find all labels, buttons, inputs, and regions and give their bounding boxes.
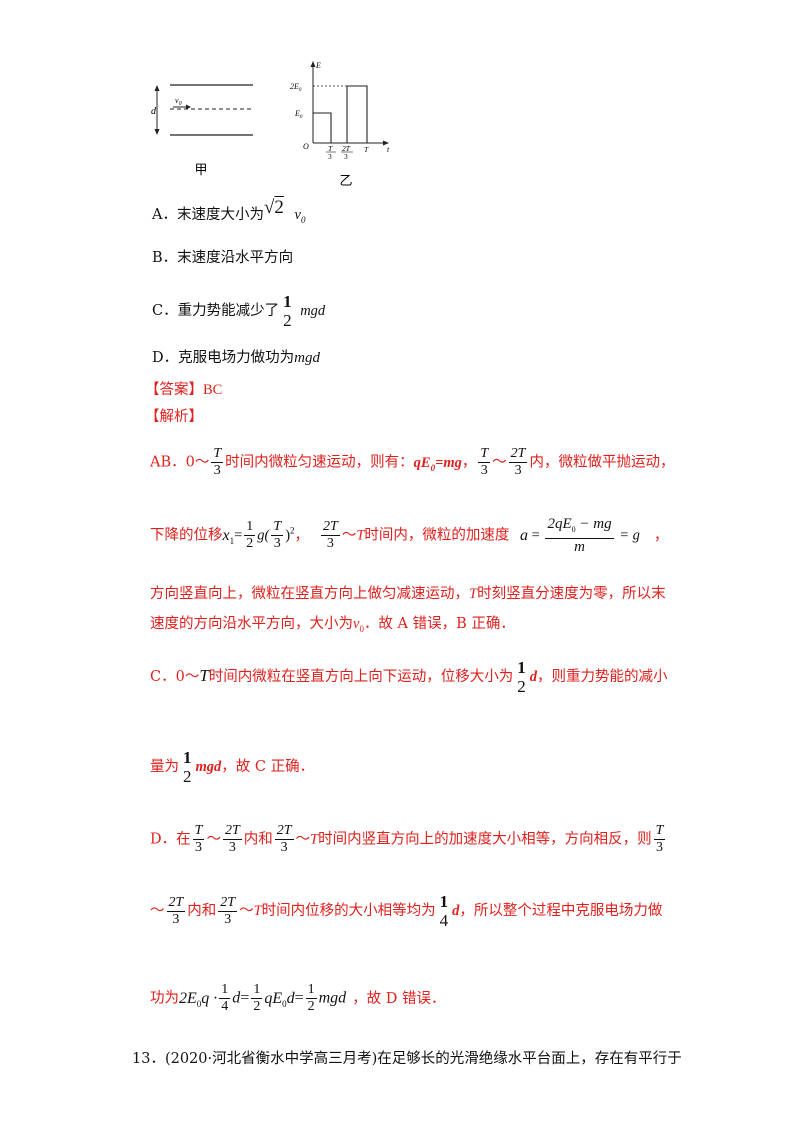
y-axis-arrow: [310, 61, 316, 67]
tick-e0: E0: [294, 109, 303, 120]
x-axis-arrow: [383, 140, 389, 146]
tick-2t3-den: 3: [344, 152, 348, 161]
origin-label: O: [303, 142, 309, 151]
analysis-label: 【解析】: [145, 409, 203, 425]
v0-label: v0: [175, 96, 182, 107]
next-question-13: 13．(2020·河北省衡水中学高三月考)在足够长的光滑绝缘水平台面上，存在有平…: [132, 1051, 682, 1067]
tick-2e0: 2E0: [290, 82, 302, 93]
y-axis-label: E: [315, 61, 321, 70]
sqrt-2: √2: [263, 197, 284, 218]
analysis-ab-line4: 速度的方向沿水平方向，大小为v0．故 A 错误，B 正确．: [150, 616, 515, 634]
figure-jia: d v0 甲: [151, 84, 253, 177]
d-arrow-down: [154, 129, 160, 135]
velocity-arrowhead: [186, 104, 191, 110]
e-curve-segment2: [346, 85, 368, 143]
x-axis-label: t: [387, 145, 390, 154]
tick-t3-den: 3: [328, 152, 332, 161]
answer-line: 【答案】BC: [145, 382, 223, 398]
d-label: d: [151, 106, 157, 117]
option-d: D．克服电场力做功为mgd: [152, 350, 320, 366]
caption-jia: 甲: [194, 162, 207, 177]
option-a: A．末速度大小为√2 v0: [152, 197, 306, 225]
d-arrow-up: [154, 85, 160, 91]
tick-T: T: [364, 145, 369, 154]
e-curve-segment1: [313, 112, 332, 143]
caption-yi: 乙: [339, 173, 352, 188]
analysis-ab-line3: 方向竖直向上，微粒在竖直方向上做匀减速运动，T时刻竖直分速度为零，所以末: [150, 586, 666, 602]
option-b: B．末速度沿水平方向: [152, 250, 294, 266]
tick-t3-num: T: [328, 144, 333, 153]
figure-yi: E t O 2E0 E0 T 3 2T 3 T 乙: [290, 61, 390, 188]
tick-2t3-num: 2T: [342, 144, 351, 153]
